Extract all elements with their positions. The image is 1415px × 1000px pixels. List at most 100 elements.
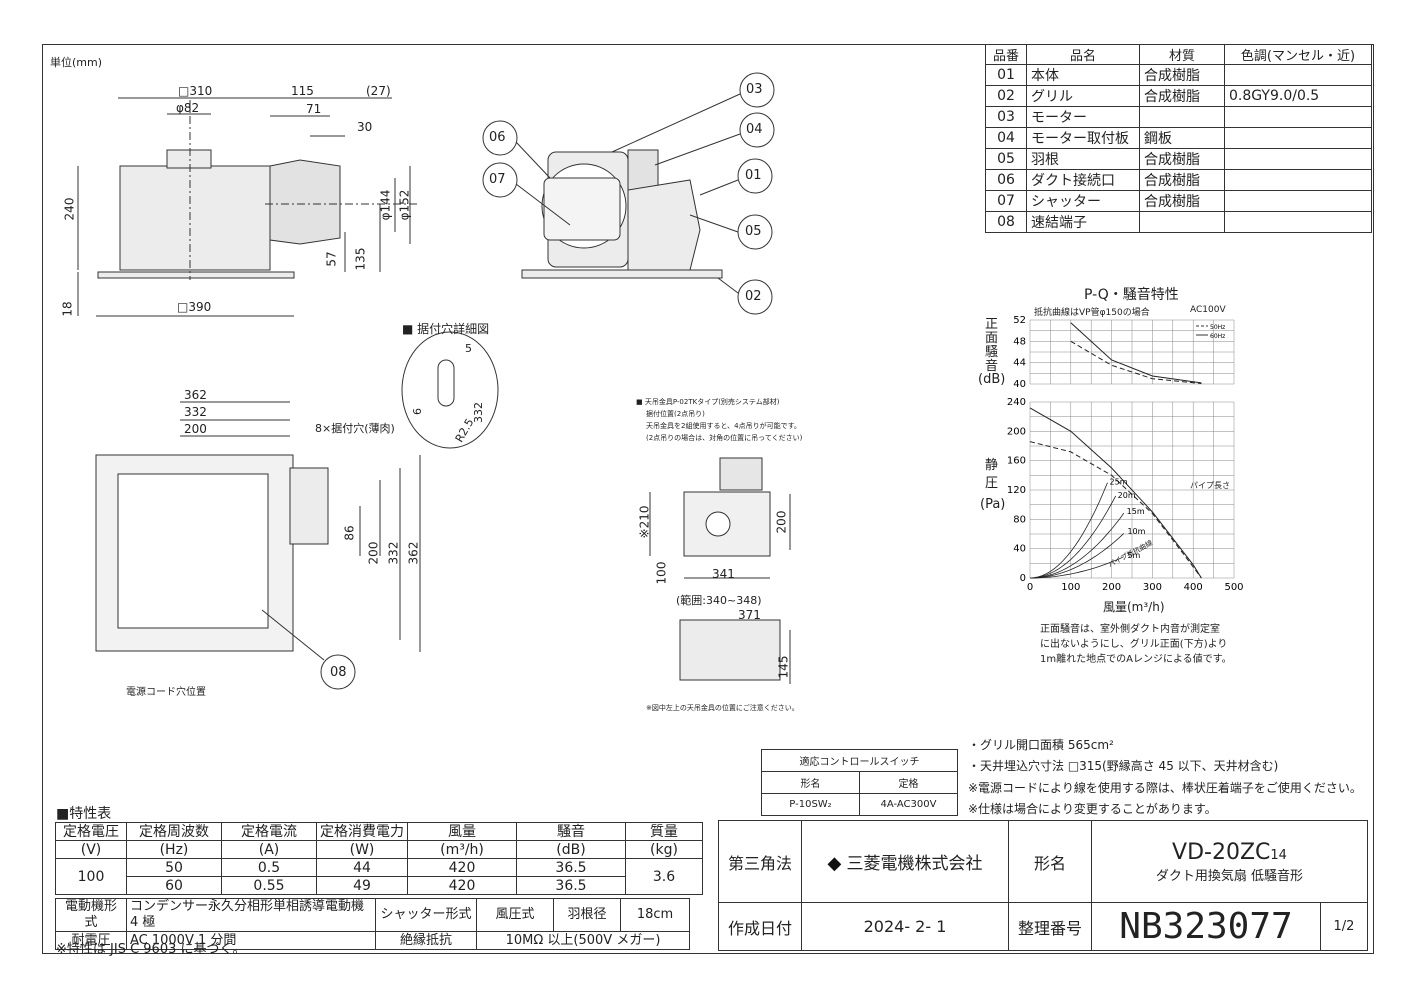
pressure-tick-label: 240 — [1007, 397, 1026, 408]
spec-header: (Hz) — [126, 840, 222, 859]
chart-title: P-Q・騒音特性 — [1084, 287, 1179, 303]
dim-h100: 100 — [654, 561, 669, 585]
title-block: 第三角法 ◆ 三菱電機株式会社 形名 VD-20ZC14 ダクト用換気扇 低騒音… — [718, 820, 1368, 951]
note-1: ・グリル開口面積 565cm² — [968, 738, 1114, 752]
pipe-label: パイプ長さ — [1190, 481, 1230, 490]
company-cell: ◆ 三菱電機株式会社 — [801, 820, 1009, 903]
x-tick-label: 500 — [1224, 582, 1243, 593]
page-number: 1/2 — [1320, 902, 1368, 951]
callout-05: 05 — [745, 224, 762, 239]
drawing-frame — [42, 44, 1374, 954]
dim-71: 71 — [306, 102, 322, 116]
series-line-pressure-50hz — [1029, 441, 1202, 579]
hanger-note-2: 天吊金具を2組使用すると、4点吊りが可能です。 — [646, 422, 801, 430]
parts-cell: ダクト接続口 — [1026, 169, 1140, 191]
dim-d152: φ152 — [397, 189, 412, 221]
spec-header: (W) — [316, 840, 408, 859]
dim-57: 57 — [324, 251, 339, 267]
noise-axis-label: 正面騒音 — [985, 317, 999, 374]
control-switch-title: 適応コントロールスイッチ — [761, 749, 958, 772]
chart-note-3: 1m離れた地点でのAレンジによる値です。 — [1040, 654, 1232, 665]
spec-header: 定格電流 — [221, 822, 317, 841]
parts-cell: 07 — [985, 190, 1027, 212]
spec-cell: 49 — [316, 876, 408, 895]
side-view — [77, 97, 420, 317]
parts-cell: 合成樹脂 — [1139, 85, 1225, 107]
x-tick-label: 300 — [1143, 582, 1162, 593]
parts-cell — [1139, 106, 1225, 128]
spec-header: 騒音 — [516, 822, 626, 841]
parts-header: 品番 — [985, 44, 1027, 65]
dim-w310: □310 — [178, 84, 213, 98]
spec-cell: 420 — [407, 876, 517, 895]
dim-332: 332 — [184, 405, 207, 419]
spec-blade-label: 羽根径 — [553, 898, 621, 932]
parts-cell: 合成樹脂 — [1139, 169, 1225, 191]
pipe-curve — [1029, 495, 1117, 579]
parts-cell: 04 — [985, 127, 1027, 149]
pressure-tick-label: 160 — [1007, 456, 1026, 467]
chart-xlabel: 風量(m³/h) — [1103, 600, 1165, 614]
control-switch-header: 定格 — [859, 771, 958, 794]
pipe-length-label: 20m — [1118, 491, 1136, 500]
chart-note-1: 正面騒音は、室外側ダクト内音が測定室 — [1040, 624, 1220, 635]
spec-motor-label: 電動機形式 — [55, 898, 127, 932]
pressure-axis-unit: (Pa) — [980, 497, 1006, 512]
control-switch-header: 形名 — [761, 771, 860, 794]
parts-cell — [1224, 148, 1372, 170]
pipe-length-label: 5m — [1127, 551, 1140, 560]
noise-tick-label: 48 — [1013, 336, 1026, 347]
note-4: ※仕様は場合により変更することがあります。 — [968, 802, 1217, 816]
dim-30: 30 — [357, 120, 373, 134]
hanger-view — [649, 457, 791, 684]
parts-header: 色調(マンセル・近) — [1224, 44, 1372, 65]
date-value: 2024- 2- 1 — [801, 902, 1009, 951]
control-switch-model: P-10SW₂ — [761, 793, 860, 816]
x-tick-label: 200 — [1102, 582, 1121, 593]
technical-drawings — [77, 72, 791, 690]
dim-6: 6 — [411, 408, 424, 415]
model-name: VD-20ZC — [1172, 839, 1271, 865]
note-2: ・天井埋込穴寸法 □315(野縁高さ 45 以下、天井材含む) — [968, 759, 1279, 773]
spec-cell: 44 — [316, 858, 408, 877]
spec-blade-value: 18cm — [620, 898, 690, 932]
parts-cell: グリル — [1026, 85, 1140, 107]
front-view — [482, 72, 775, 315]
spec-header: 風量 — [407, 822, 517, 841]
spec-table: 定格電圧定格周波数定格電流定格消費電力風量騒音質量 (V)(Hz)(A)(W)(… — [55, 822, 703, 895]
spec-voltage: 100 — [55, 858, 127, 895]
pipe-length-label: 10m — [1127, 527, 1145, 536]
parts-cell: 速結端子 — [1026, 211, 1140, 233]
spec-cell: 0.55 — [221, 876, 317, 895]
spec-header: 定格周波数 — [126, 822, 222, 841]
x-tick-label: 0 — [1027, 582, 1033, 593]
dim-200: 200 — [184, 422, 207, 436]
spec-insulation-value: 10MΩ 以上(500V メガー) — [476, 931, 690, 950]
x-tick-label: 400 — [1184, 582, 1203, 593]
spec-header: (A) — [221, 840, 317, 859]
parts-cell: シャッター — [1026, 190, 1140, 212]
dim-h210: ※210 — [637, 505, 652, 539]
series-line-noise-60hz — [1070, 322, 1202, 384]
hanger-note-3: (2点吊りの場合は、対角の位置に吊ってください) — [646, 434, 803, 442]
parts-header: 材質 — [1139, 44, 1225, 65]
model-description: ダクト用換気扇 低騒音形 — [1155, 868, 1304, 884]
parts-cell: 合成樹脂 — [1139, 190, 1225, 212]
dim-v332: 332 — [386, 541, 401, 565]
pressure-tick-label: 80 — [1013, 514, 1026, 525]
callout-06: 06 — [489, 130, 506, 145]
noise-tick-label: 40 — [1013, 379, 1026, 390]
dim-115: 115 — [291, 84, 314, 98]
legend-label: 60Hz — [1210, 333, 1225, 340]
dim-18: 18 — [60, 301, 75, 317]
chart-note-2: に出ないようにし、グリル正面(下方)より — [1040, 639, 1228, 650]
callout-01: 01 — [745, 168, 762, 183]
spec-header: (kg) — [625, 840, 703, 859]
callout-07: 07 — [489, 172, 506, 187]
spec-header: (m³/h) — [407, 840, 517, 859]
